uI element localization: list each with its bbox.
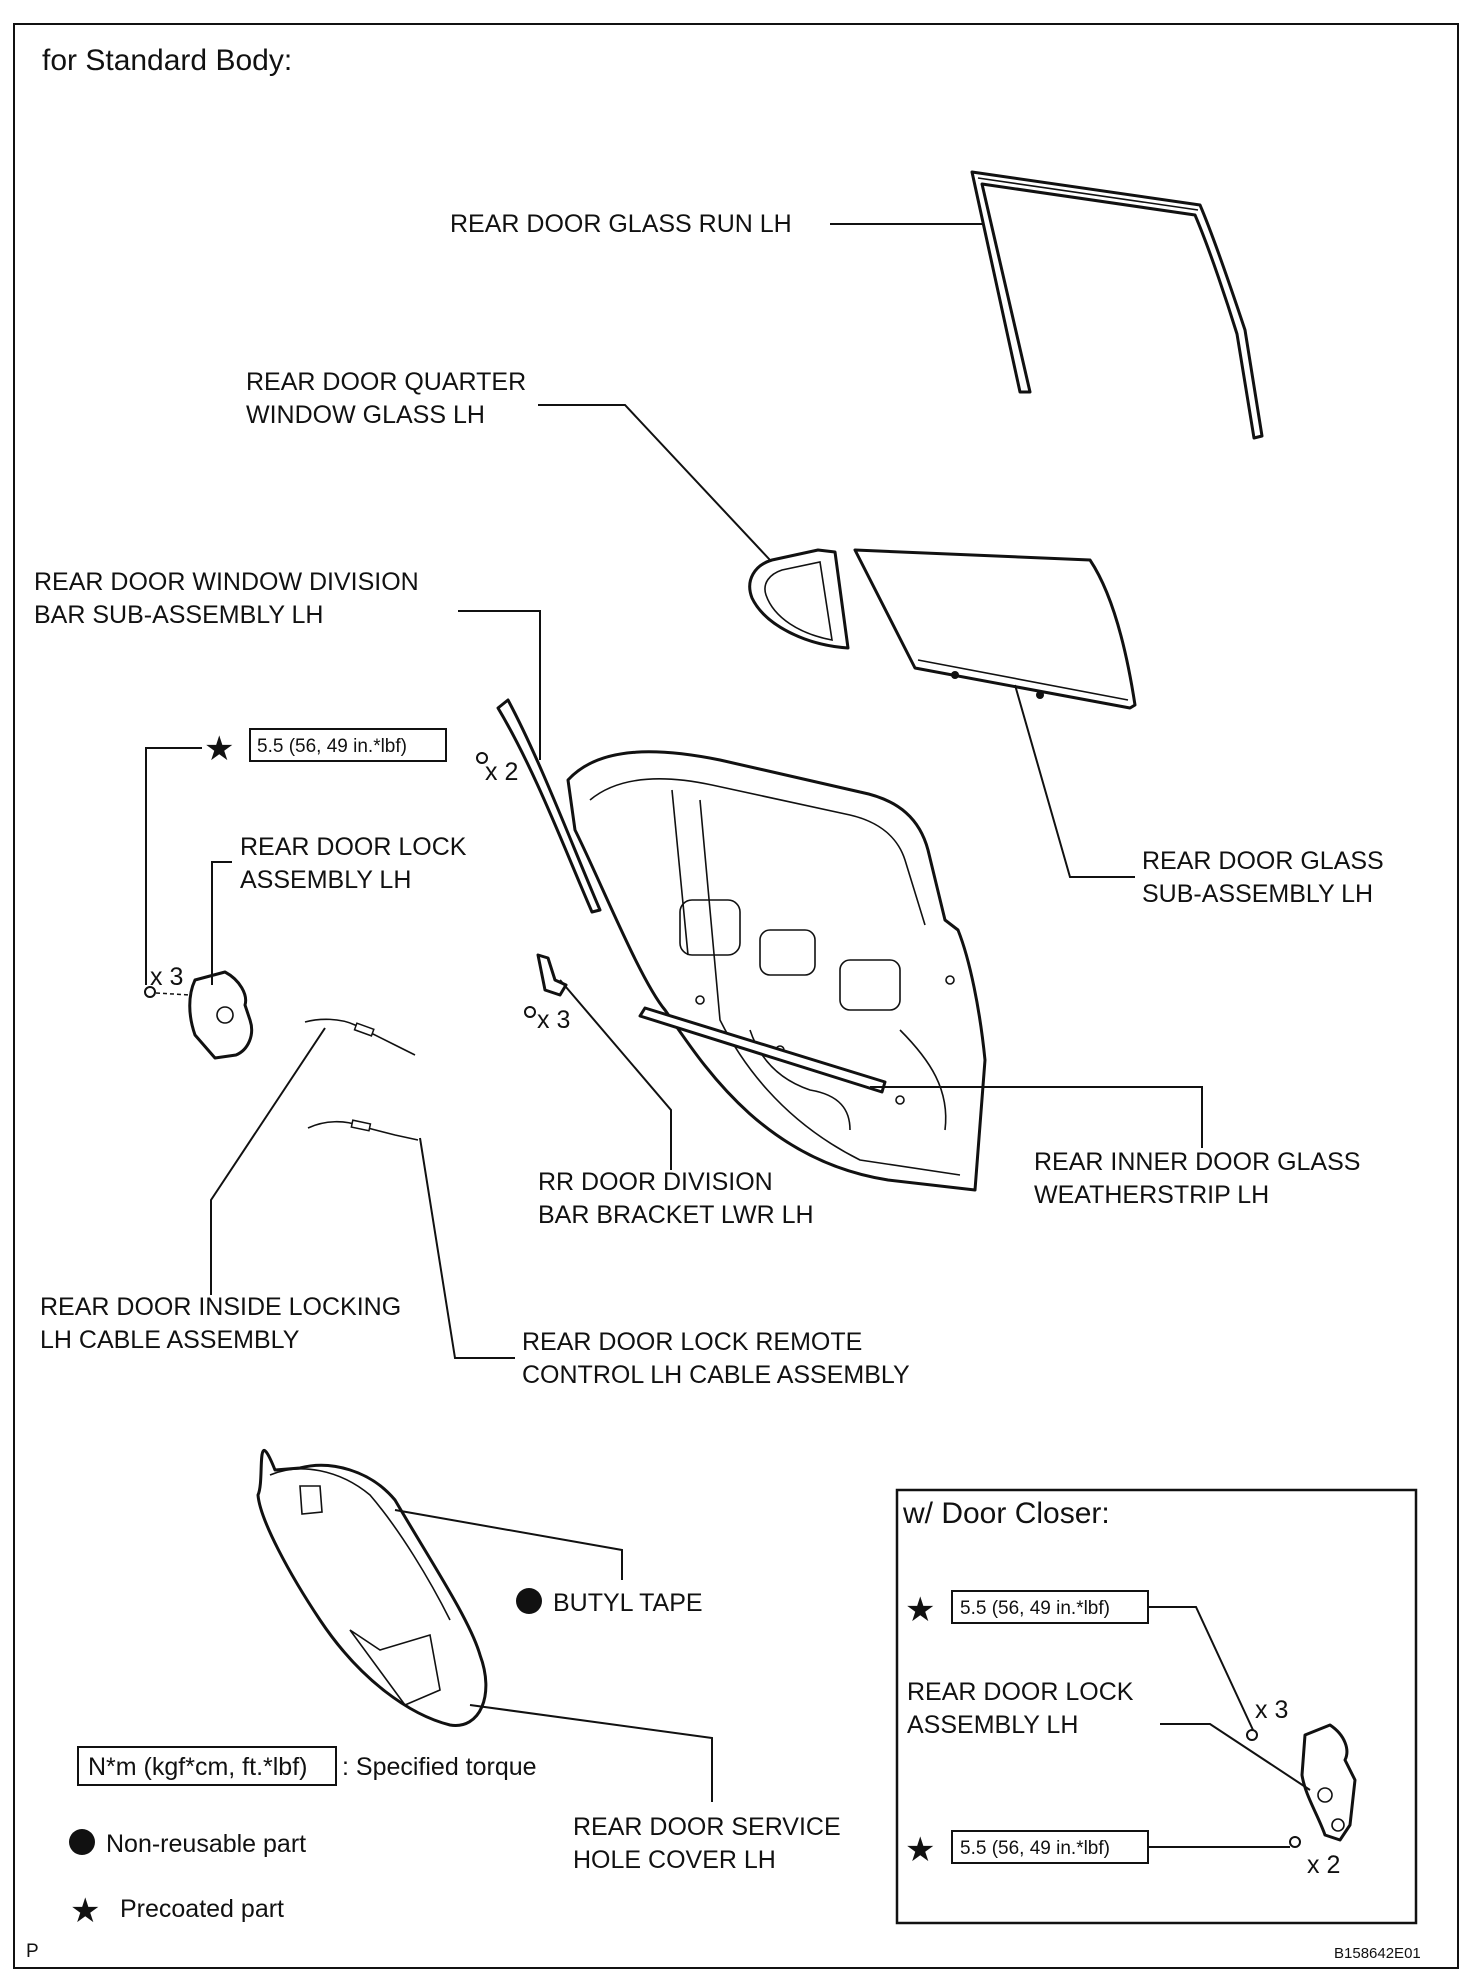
inset-lock-label-line2: ASSEMBLY LH: [907, 1711, 1078, 1739]
lock-assembly-label-line1: REAR DOOR LOCK: [240, 833, 467, 861]
star-icon: ★: [204, 729, 234, 769]
closer-upper-torque-value: 5.5 (56, 49 in.*lbf): [960, 1598, 1110, 1619]
inset-door-lock-part: [1246, 1723, 1357, 1848]
remote-control-cable-label-line2: CONTROL LH CABLE ASSEMBLY: [522, 1361, 910, 1389]
legend-precoated: Precoated part: [120, 1895, 284, 1923]
lock-torque-box: [249, 728, 447, 762]
remote-control-cable-label-line1: REAR DOOR LOCK REMOTE: [522, 1328, 862, 1356]
star-icon: ★: [905, 1830, 935, 1870]
leader-lines: [145, 223, 1311, 1848]
division-bracket-label-line2: BAR BRACKET LWR LH: [538, 1201, 814, 1229]
closer-lower-torque-box: [951, 1830, 1149, 1864]
legend-torque-units: N*m (kgf*cm, ft.*lbf): [88, 1753, 307, 1781]
inner-weatherstrip-label-line2: WEATHERSTRIP LH: [1034, 1181, 1269, 1209]
figure-code: B158642E01: [1334, 1945, 1421, 1962]
star-icon: ★: [905, 1590, 935, 1630]
inner-weatherstrip-part: [638, 1006, 887, 1094]
inset-lock-label-line1: REAR DOOR LOCK: [907, 1678, 1134, 1706]
service-hole-cover-label-line2: HOLE COVER LH: [573, 1846, 776, 1874]
bracket-bolt-qty: x 3: [537, 1006, 570, 1034]
division-bar-label-line1: REAR DOOR WINDOW DIVISION: [34, 568, 419, 596]
star-icon: ★: [70, 1891, 100, 1931]
quarter-window-glass-part: [748, 548, 850, 650]
glass-run-part: [970, 170, 1264, 440]
inset-title: w/ Door Closer:: [902, 1497, 1110, 1530]
remote-control-cable-part: [307, 1119, 419, 1141]
door-panel-part: [566, 750, 987, 1192]
service-hole-cover-label-line1: REAR DOOR SERVICE: [573, 1813, 841, 1841]
quarter-glass-label-line2: WINDOW GLASS LH: [246, 401, 485, 429]
closer-upper-torque-box: [951, 1590, 1149, 1624]
quarter-glass-label-line1: REAR DOOR QUARTER: [246, 368, 526, 396]
door-glass-part: [853, 548, 1137, 710]
door-glass-label-line1: REAR DOOR GLASS: [1142, 847, 1384, 875]
butyl-tape-label: BUTYL TAPE: [553, 1589, 703, 1617]
glass-run-label: REAR DOOR GLASS RUN LH: [450, 210, 792, 238]
door-lock-part: [144, 970, 254, 1060]
lock-assembly-label-line2: ASSEMBLY LH: [240, 866, 411, 894]
filled-circle-icon: [69, 1829, 95, 1855]
inside-locking-cable-label-line2: LH CABLE ASSEMBLY: [40, 1326, 300, 1354]
inside-locking-cable-part: [304, 1018, 416, 1056]
division-bar-label-line2: BAR SUB-ASSEMBLY LH: [34, 601, 323, 629]
lock-screw-qty: x 3: [150, 963, 183, 991]
division-bar-part: [476, 698, 602, 914]
legend-torque-text: : Specified torque: [342, 1753, 537, 1781]
division-bar-screw-qty: x 2: [485, 758, 518, 786]
inner-weatherstrip-label-line1: REAR INNER DOOR GLASS: [1034, 1148, 1360, 1176]
closer-lower-screw-qty: x 2: [1307, 1851, 1340, 1879]
service-hole-cover-part: [256, 1449, 488, 1727]
diagram-frame: [13, 23, 1459, 1969]
lock-torque-value: 5.5 (56, 49 in.*lbf): [257, 736, 407, 757]
footer-letter: P: [26, 1941, 39, 1962]
division-bracket-label-line1: RR DOOR DIVISION: [538, 1168, 773, 1196]
closer-lower-torque-value: 5.5 (56, 49 in.*lbf): [960, 1838, 1110, 1859]
division-bracket-part: [524, 953, 568, 1018]
diagram-title: for Standard Body:: [42, 44, 292, 77]
legend-torque-box: [77, 1746, 337, 1786]
door-closer-inset: [895, 1488, 1418, 1925]
inside-locking-cable-label-line1: REAR DOOR INSIDE LOCKING: [40, 1293, 401, 1321]
door-glass-label-line2: SUB-ASSEMBLY LH: [1142, 880, 1373, 908]
filled-circle-icon: [516, 1588, 542, 1614]
legend-non-reusable: Non-reusable part: [106, 1830, 306, 1858]
closer-upper-screw-qty: x 3: [1255, 1696, 1288, 1724]
